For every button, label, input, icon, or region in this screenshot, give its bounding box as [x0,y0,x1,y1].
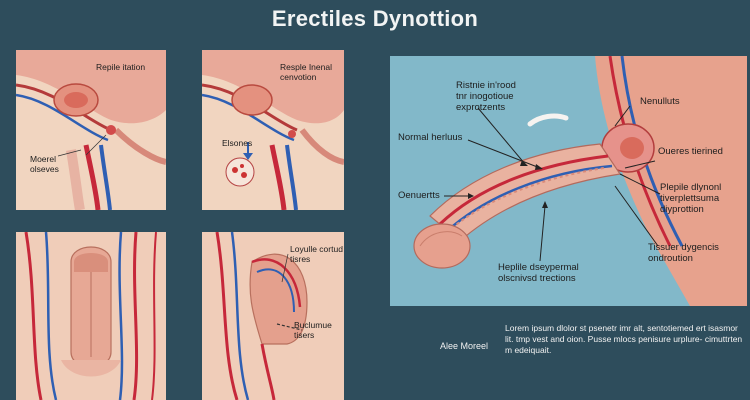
cross-section-illustration-1 [16,50,166,210]
panel-cross-section-1: Repile itation Moerel olseves [16,50,166,210]
panel-2-side-label: Elsones [222,138,253,148]
author-name: Alee Moreel [440,341,489,351]
description-text: Lorem ipsum dlolor st psenetr imr alt, s… [505,323,743,355]
panel-1-side-label: Moerel olseves [30,154,59,174]
main-label-right-1: Oueres tierined [658,146,723,157]
main-label-left: Oenuertts [398,190,440,201]
panel-external-view [16,232,166,400]
panel-1-top-label: Repile itation [96,62,146,72]
panel-4-bottom-label: Buclumue tisers [294,320,332,340]
main-label-top-left: Ristnie in'rood tnr inogotioue exprotzen… [456,80,516,113]
main-label-right-2: Plepile dlynonl tiverplettsuma diyprotti… [660,182,722,215]
main-anatomy-diagram: Ristnie in'rood tnr inogotioue exprotzen… [390,56,747,306]
main-label-bottom: Heplile dseypermal olscnivsd trections [498,262,579,284]
external-view-illustration [16,232,166,400]
panel-cross-section-2: Resple Inenal cenvotion Elsones [202,50,344,210]
panel-4-top-label: Loyulle cortud tisres [290,244,343,264]
page-title: Erectiles Dynottion [271,6,479,31]
side-view-illustration [202,232,344,400]
panel-2-top-label: Resple Inenal cenvotion [280,62,332,82]
main-label-bottom-right: Tissuer dygencis ondroution [648,242,719,264]
panel-side-view: Loyulle cortud tisres Buclumue tisers [202,232,344,400]
main-label-top-right: Nenulluts [640,96,680,107]
main-anatomy-illustration [390,56,747,306]
cross-section-illustration-2 [202,50,344,210]
main-label-normal: Normal herluus [398,132,463,143]
